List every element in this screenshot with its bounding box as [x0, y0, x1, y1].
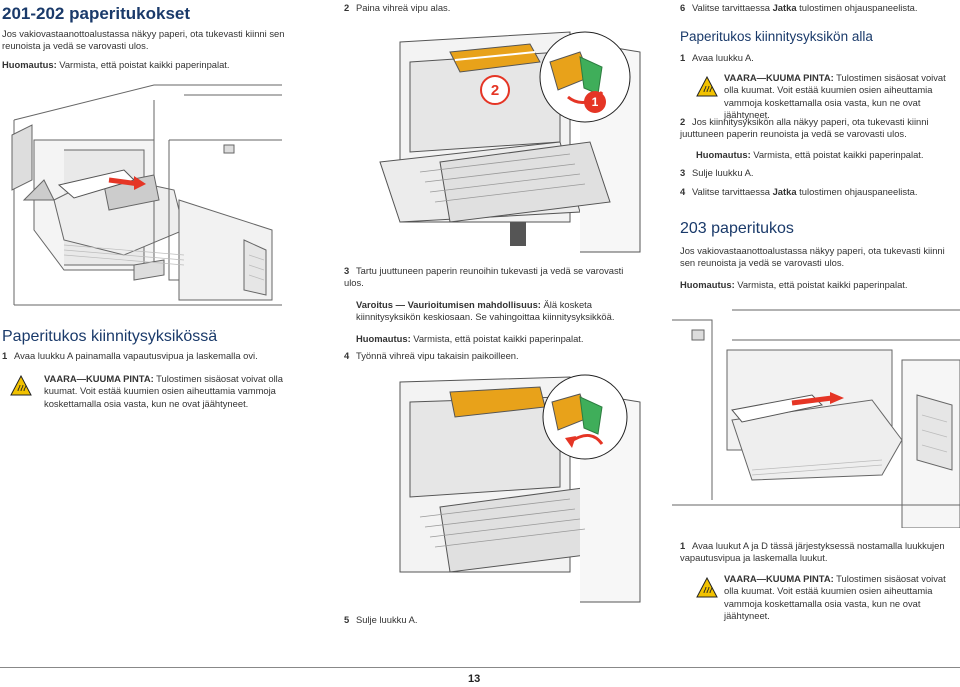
hot-surface-warning-icon — [696, 75, 718, 101]
mid-step-4: 4 Työnnä vihreä vipu takaisin paikoilleen… — [344, 350, 644, 362]
section-title-fuser: Paperitukos kiinnitysyksikössä — [2, 328, 218, 345]
step-text: Sulje luukku A. — [356, 614, 418, 625]
fuser-lever-illustration: 2 1 — [340, 22, 656, 258]
right-step-6: 6 Valitse tarvittaessa Jatka tulostimen o… — [680, 2, 960, 14]
warning-text: Tulostimen sisäosat voivat olla kuumat. … — [44, 373, 283, 409]
note-text: Varmista, että poistat kaikki paperinpal… — [734, 279, 908, 290]
s1-step-3: 3 Sulje luukku A. — [680, 167, 960, 179]
step-number: 6 — [680, 2, 686, 13]
note-right-1: Huomautus: Varmista, että poistat kaikki… — [696, 149, 958, 161]
warning-label: VAARA—KUUMA PINTA: — [724, 573, 834, 584]
warning-label: VAARA—KUUMA PINTA: — [44, 373, 154, 384]
step-number: 1 — [2, 350, 8, 361]
output-bin-203-illustration — [672, 300, 960, 528]
step-number: 5 — [344, 614, 350, 625]
note-right-2: Huomautus: Varmista, että poistat kaikki… — [680, 279, 958, 291]
note-text: Varmista, että poistat kaikki paperinpal… — [56, 59, 230, 70]
step-text: Sulje luukku A. — [692, 167, 754, 178]
step-number: 2 — [344, 2, 350, 13]
page-number: 13 — [468, 673, 481, 685]
step-text-post: tulostimen ohjauspaneelista. — [796, 2, 918, 13]
output-bin-illustration — [4, 80, 282, 310]
caution-note: Varoitus — Vaurioitumisen mahdollisuus: … — [356, 299, 641, 324]
step-text-bold: Jatka — [772, 2, 797, 13]
step-number: 3 — [344, 265, 350, 276]
page-title-left: 201-202 paperitukokset — [2, 4, 191, 23]
warning-text: Tulostimen sisäosat voivat olla kuumat. … — [724, 72, 946, 121]
caution-label: Varoitus — Vaurioitumisen mahdollisuus: — [356, 299, 541, 310]
hot-surface-warning-icon — [10, 374, 32, 400]
step-text: Avaa luukut A ja D tässä järjestyksessä … — [680, 540, 945, 564]
callout-1: 1 — [592, 95, 599, 109]
step-number: 4 — [344, 350, 350, 361]
callout-2: 2 — [491, 82, 499, 99]
mid-step-5: 5 Sulje luukku A. — [344, 614, 644, 626]
step-text: Työnnä vihreä vipu takaisin paikoilleen. — [356, 350, 519, 361]
intro-text: Jos vakiovastaanottoalustassa näkyy pape… — [2, 28, 285, 52]
step-text: Paina vihreä vipu alas. — [356, 2, 451, 13]
s1-step-1: 1 Avaa luukku A. — [680, 52, 960, 64]
step-number: 1 — [680, 52, 686, 63]
step-text: Jos kiinnitysyksikön alla näkyy paperi, … — [680, 116, 929, 140]
s1-step-4: 4 Valitse tarvittaessa Jatka tulostimen o… — [680, 186, 960, 198]
section-title-under-fuser: Paperitukos kiinnitysyksikön alla — [680, 29, 873, 44]
caution-text: Älä kosketa kiinnitysyksikön keskiosaan.… — [356, 299, 615, 323]
step-text-pre: Valitse tarvittaessa — [692, 186, 773, 197]
step-text-post: tulostimen ohjauspaneelista. — [796, 186, 918, 197]
section-title-203: 203 paperitukos — [680, 220, 794, 237]
step-text-bold: Jatka — [772, 186, 797, 197]
mid-step-2: 2 Paina vihreä vipu alas. — [344, 2, 644, 14]
step-number: 2 — [680, 116, 686, 127]
step-text: Tartu juuttuneen paperin reunoihin tukev… — [344, 265, 624, 289]
warning-text: Tulostimen sisäosat voivat olla kuumat. … — [724, 573, 946, 622]
note-label: Huomautus: — [2, 59, 57, 70]
warning-right-2: VAARA—KUUMA PINTA: Tulostimen sisäosat v… — [680, 573, 960, 621]
note-left: Huomautus: Varmista, että poistat kaikki… — [2, 59, 287, 71]
note-label: Huomautus: — [696, 149, 751, 160]
warning-right-1: VAARA—KUUMA PINTA: Tulostimen sisäosat v… — [680, 72, 960, 120]
note-label: Huomautus: — [356, 333, 411, 344]
step-text: Avaa luukku A. — [692, 52, 754, 63]
left-step-1: 1 Avaa luukku A painamalla vapautusvipua … — [2, 350, 287, 362]
step-number: 3 — [680, 167, 686, 178]
note-text: Varmista, että poistat kaikki paperinpal… — [750, 149, 924, 160]
step-number: 4 — [680, 186, 686, 197]
warning-label: VAARA—KUUMA PINTA: — [724, 72, 834, 83]
note-middle: Huomautus: Varmista, että poistat kaikki… — [356, 333, 641, 345]
step-number: 1 — [680, 540, 686, 551]
step-text-pre: Valitse tarvittaessa — [692, 2, 773, 13]
footer-divider — [0, 667, 960, 668]
step-text: Avaa luukku A painamalla vapautusvipua j… — [14, 350, 258, 361]
lever-return-illustration — [340, 372, 656, 604]
s2-intro: Jos vakiovastaanottoalustassa näkyy pape… — [680, 245, 945, 269]
note-label: Huomautus: — [680, 279, 735, 290]
hot-surface-warning-icon — [696, 576, 718, 602]
note-text: Varmista, että poistat kaikki paperinpal… — [410, 333, 584, 344]
